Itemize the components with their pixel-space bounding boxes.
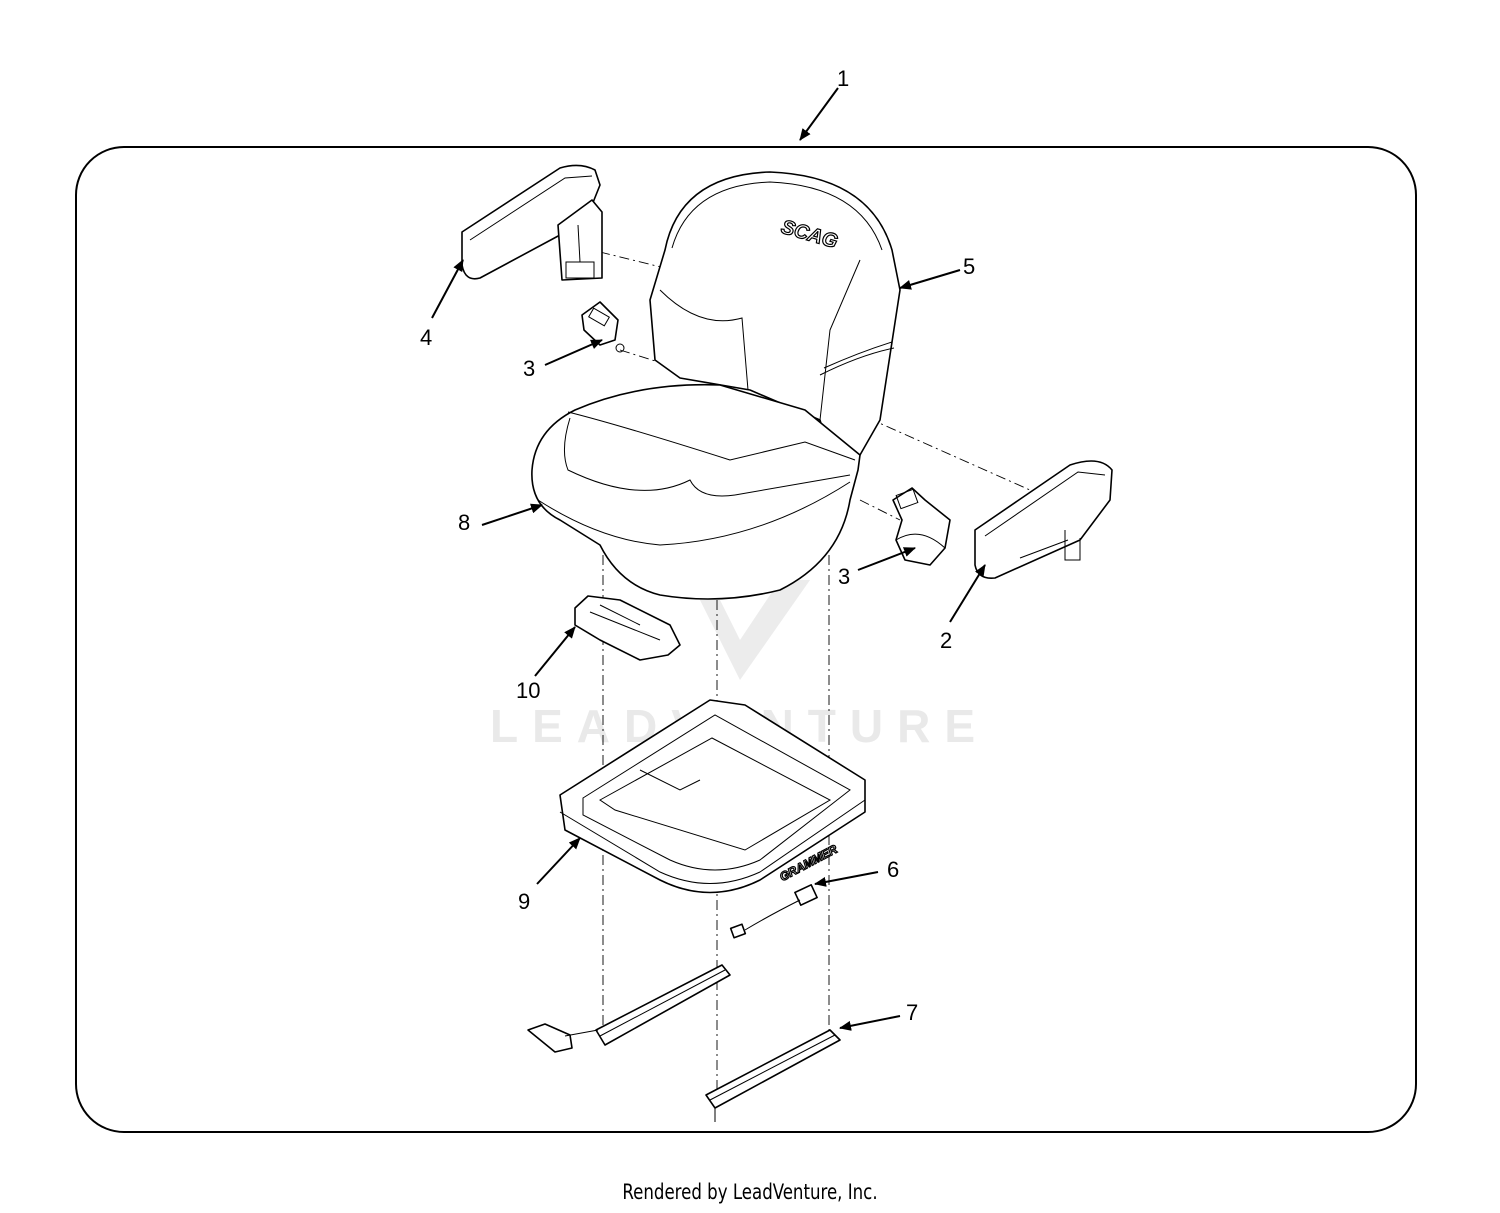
seat-cushion: [531, 383, 861, 600]
callout-6: 6: [887, 857, 899, 882]
callout-3-latch: 3: [523, 356, 535, 381]
callout-8: 8: [458, 510, 470, 535]
callout-7: 7: [906, 1000, 918, 1025]
assembly-frame: [75, 146, 1417, 1133]
footer-credit: Rendered by LeadVenture, Inc.: [622, 1180, 878, 1204]
callout-4: 4: [420, 325, 432, 350]
armrest-left: [461, 164, 603, 281]
seat-belt-latch: [581, 301, 625, 353]
callout-10: 10: [516, 678, 540, 703]
callout-9: 9: [518, 889, 530, 914]
slide-rails: [527, 964, 841, 1122]
callout-5: 5: [963, 254, 975, 279]
leader-arrows: [431, 87, 986, 1031]
callout-3-buckle: 3: [838, 564, 850, 589]
wire-harness: [729, 884, 818, 939]
switch-bracket: [574, 595, 681, 661]
callout-2: 2: [940, 628, 952, 653]
seat-belt-buckle: [892, 487, 951, 566]
callout-labels: 1 5 4 3 8 3 2 10 6 9 7: [420, 66, 975, 1025]
watermark-logo-icon: [690, 580, 810, 680]
armrest-right: [974, 460, 1113, 580]
callout-1: 1: [837, 66, 849, 91]
seat-backrest: SCAG: [649, 171, 901, 456]
